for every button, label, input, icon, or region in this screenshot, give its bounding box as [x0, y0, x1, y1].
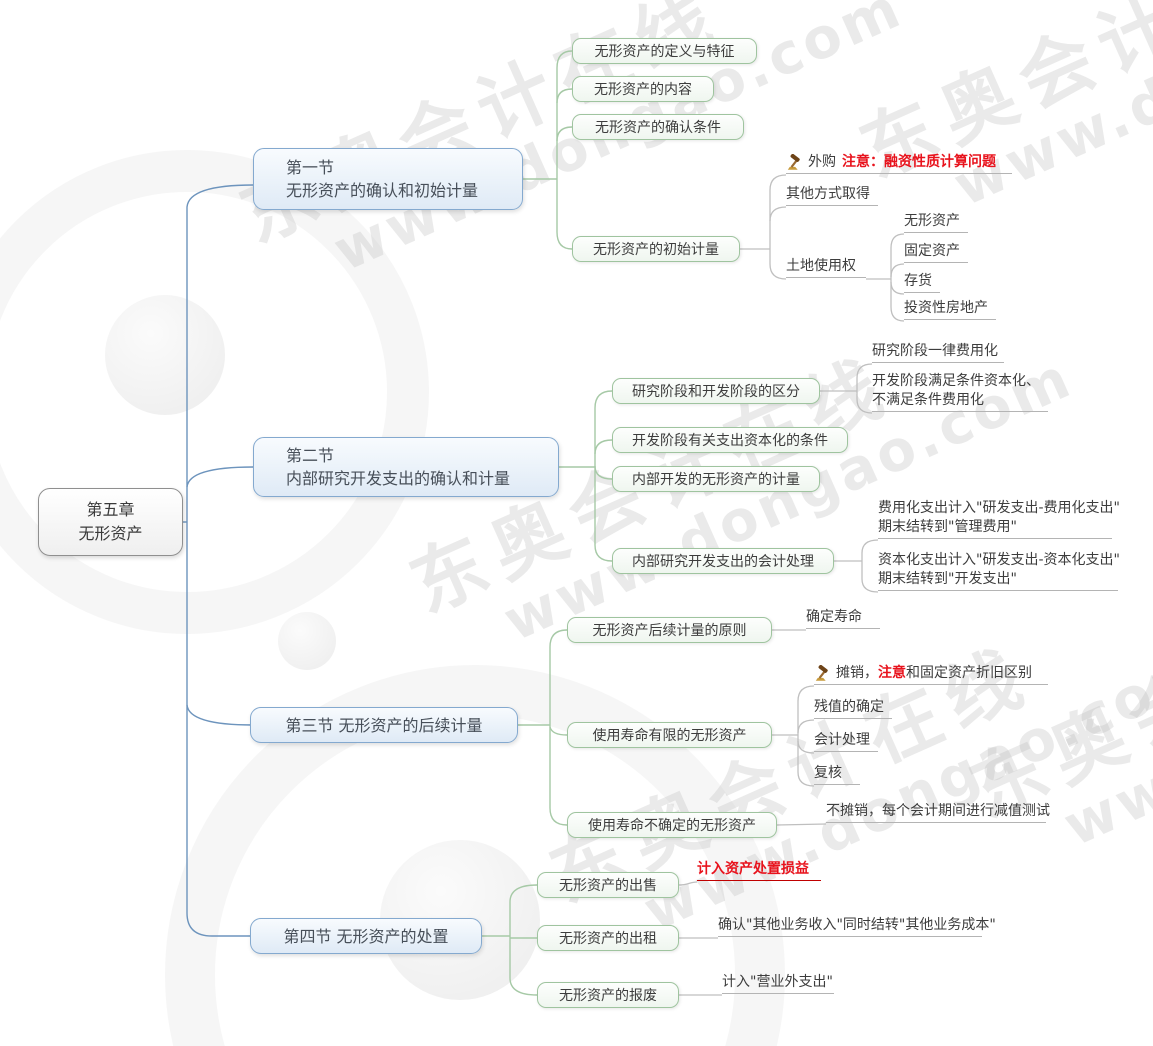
label: 投资性房地产 [904, 300, 988, 316]
label-line1: 资本化支出计入"研发支出-资本化支出" [878, 552, 1120, 568]
label-line2: 期末结转到"管理费用" [878, 519, 1017, 535]
label: 无形资产的出售 [559, 878, 657, 894]
node-indefinite-life[interactable]: 使用寿命不确定的无形资产 [567, 812, 777, 838]
gavel-icon [814, 665, 832, 682]
label-line2: 不满足条件费用化 [872, 392, 984, 408]
node-content[interactable]: 无形资产的内容 [572, 76, 714, 102]
label-line2: 期末结转到"开发支出" [878, 571, 1017, 587]
section-1-line2: 无形资产的确认和初始计量 [286, 181, 479, 200]
label-line1: 费用化支出计入"研发支出-费用化支出" [878, 500, 1120, 516]
node-initial-measurement[interactable]: 无形资产的初始计量 [572, 236, 740, 262]
node-recognition-conditions[interactable]: 无形资产的确认条件 [572, 114, 744, 140]
root-title-line1: 第五章 [86, 500, 135, 519]
label: 无形资产的确认条件 [595, 120, 721, 136]
node-review[interactable]: 复核 [814, 763, 860, 785]
node-residual-value[interactable]: 残值的确定 [814, 697, 892, 719]
label: 研究阶段和开发阶段的区分 [632, 384, 800, 400]
label: 无形资产的定义与特征 [594, 44, 735, 60]
node-sale[interactable]: 无形资产的出售 [537, 872, 679, 898]
node-section-2[interactable]: 第二节 内部研究开发支出的确认和计量 [253, 437, 559, 497]
node-land-use-right[interactable]: 土地使用权 [786, 256, 866, 278]
label: 其他方式取得 [786, 186, 870, 202]
section-1-line1: 第一节 [286, 158, 335, 177]
node-accounting-treatment[interactable]: 会计处理 [814, 730, 878, 752]
node-rent-treatment[interactable]: 确认"其他业务收入"同时结转"其他业务成本" [718, 915, 996, 937]
node-land-intangible[interactable]: 无形资产 [904, 211, 968, 233]
purchase-note: 注意：融资性质计算问题 [842, 154, 996, 170]
node-limited-life[interactable]: 使用寿命有限的无形资产 [567, 722, 772, 748]
node-root-chapter[interactable]: 第五章 无形资产 [38, 488, 183, 556]
node-determine-life[interactable]: 确定寿命 [806, 607, 880, 629]
label-line1: 开发阶段满足条件资本化、 [872, 373, 1040, 389]
label: 计入资产处置损益 [697, 861, 809, 877]
node-land-investment-property[interactable]: 投资性房地产 [904, 298, 996, 320]
node-rd-accounting[interactable]: 内部研究开发支出的会计处理 [612, 548, 834, 574]
background-sphere [105, 295, 225, 415]
node-expensed-treatment[interactable]: 费用化支出计入"研发支出-费用化支出" 期末结转到"管理费用" [878, 499, 1120, 539]
node-capitalized-treatment[interactable]: 资本化支出计入"研发支出-资本化支出" 期末结转到"开发支出" [878, 551, 1120, 591]
node-disposal-gain[interactable]: 计入资产处置损益 [697, 859, 821, 881]
node-development-rule[interactable]: 开发阶段满足条件资本化、 不满足条件费用化 [872, 372, 1048, 412]
label: 固定资产 [904, 243, 960, 259]
label: 确认"其他业务收入"同时结转"其他业务成本" [718, 917, 996, 933]
label: 内部开发的无形资产的计量 [632, 472, 800, 488]
node-section-4[interactable]: 第四节 无形资产的处置 [250, 918, 482, 954]
label: 残值的确定 [814, 699, 884, 715]
root-title-line2: 无形资产 [78, 524, 143, 543]
node-research-expensed[interactable]: 研究阶段一律费用化 [872, 341, 1004, 363]
label: 复核 [814, 765, 842, 781]
node-scrap-treatment[interactable]: 计入"营业外支出" [722, 972, 834, 994]
label: 土地使用权 [786, 258, 856, 274]
label: 确定寿命 [806, 609, 862, 625]
node-section-3[interactable]: 第三节 无形资产的后续计量 [250, 707, 518, 743]
label: 使用寿命不确定的无形资产 [588, 818, 756, 834]
amortization-label: 摊销， [836, 665, 878, 681]
node-section-1[interactable]: 第一节 无形资产的确认和初始计量 [253, 148, 523, 210]
background-sphere [278, 612, 336, 670]
label: 会计处理 [814, 732, 870, 748]
gavel-icon [786, 154, 804, 171]
node-capitalization-conditions[interactable]: 开发阶段有关支出资本化的条件 [612, 427, 848, 453]
node-definition-features[interactable]: 无形资产的定义与特征 [572, 38, 757, 64]
node-internal-measurement[interactable]: 内部开发的无形资产的计量 [612, 466, 820, 492]
section-3-title: 第三节 无形资产的后续计量 [285, 715, 483, 735]
label: 开发阶段有关支出资本化的条件 [632, 433, 828, 449]
node-land-fixed-asset[interactable]: 固定资产 [904, 241, 968, 263]
label: 无形资产的初始计量 [593, 242, 719, 258]
label: 存货 [904, 273, 932, 289]
node-no-amortization[interactable]: 不摊销，每个会计期间进行减值测试 [826, 801, 1050, 823]
node-subsequent-principle[interactable]: 无形资产后续计量的原则 [567, 617, 772, 643]
label: 无形资产的内容 [594, 82, 692, 98]
purchase-label: 外购 [808, 154, 836, 170]
section-2-line2: 内部研究开发支出的确认和计量 [286, 469, 511, 488]
node-scrap[interactable]: 无形资产的报废 [537, 982, 679, 1008]
label: 不摊销，每个会计期间进行减值测试 [826, 803, 1050, 819]
section-2-line1: 第二节 [286, 446, 335, 465]
section-4-title: 第四节 无形资产的处置 [283, 926, 449, 946]
node-rent[interactable]: 无形资产的出租 [537, 925, 679, 951]
node-other-acquisition[interactable]: 其他方式取得 [786, 184, 878, 206]
amortization-suffix: 和固定资产折旧区别 [906, 665, 1032, 681]
label: 使用寿命有限的无形资产 [592, 728, 747, 744]
node-stage-distinction[interactable]: 研究阶段和开发阶段的区分 [612, 378, 820, 404]
label: 计入"营业外支出" [722, 974, 833, 990]
amortization-note: 注意 [878, 665, 906, 681]
node-amortization[interactable]: 摊销， 注意 和固定资产折旧区别 [814, 663, 1048, 685]
label: 研究阶段一律费用化 [872, 343, 998, 359]
label: 内部研究开发支出的会计处理 [632, 554, 814, 570]
label: 无形资产 [904, 213, 960, 229]
label: 无形资产的出租 [559, 931, 657, 947]
label: 无形资产的报废 [559, 988, 657, 1004]
node-land-inventory[interactable]: 存货 [904, 271, 940, 293]
node-purchase[interactable]: 外购 注意：融资性质计算问题 [786, 152, 1012, 174]
label: 无形资产后续计量的原则 [592, 623, 747, 639]
